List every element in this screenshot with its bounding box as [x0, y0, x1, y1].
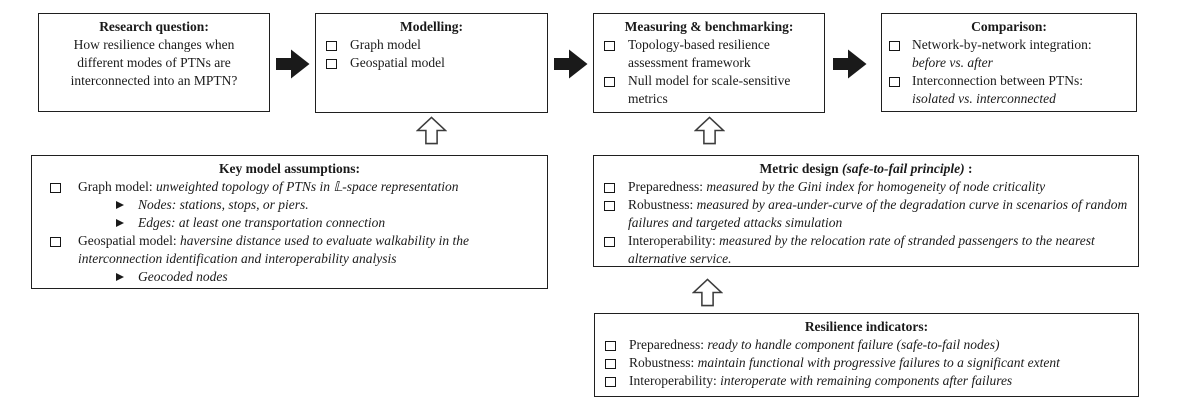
box-title: Comparison: — [971, 19, 1047, 34]
item-label: Interoperability: — [628, 233, 716, 248]
item-label: Robustness: — [629, 355, 695, 370]
research-question-line: How resilience changes when — [73, 37, 235, 52]
arrowhead-bullet-icon — [116, 273, 124, 281]
box-title: Metric design (safe-to-fail principle) : — [594, 156, 1138, 178]
sub-bullet-item: Nodes: stations, stops, or piers. — [32, 196, 547, 214]
box-measuring-benchmarking: Measuring & benchmarking: Topology-based… — [593, 13, 825, 113]
item-label: Interconnection between PTNs: — [912, 73, 1083, 88]
box-title: Key model assumptions: — [218, 161, 360, 176]
up-arrow-icon — [692, 278, 723, 307]
sub-item-text: Edges: at least one transportation conne… — [138, 215, 386, 230]
item-label: Graph model: — [78, 179, 153, 194]
item-label: Interoperability: — [629, 373, 717, 388]
checkbox-icon — [604, 236, 615, 247]
checklist-item: Graph model: unweighted topology of PTNs… — [32, 178, 547, 196]
item-detail: ready to handle component failure (safe-… — [707, 337, 1000, 352]
item-label: Topology-based resilience assessment fra… — [628, 37, 770, 70]
item-label: Robustness: — [628, 197, 694, 212]
right-arrow-icon — [554, 49, 588, 79]
checklist-item: Interconnection between PTNs: isolated v… — [882, 72, 1136, 108]
item-label: Graph model — [350, 37, 421, 52]
item-detail: interoperate with remaining components a… — [720, 373, 1013, 388]
box-title: Research question: — [99, 19, 209, 34]
item-label: Preparedness: — [628, 179, 703, 194]
item-detail: before vs. after — [912, 55, 993, 70]
research-question-line: different modes of PTNs are — [77, 55, 231, 70]
checklist-item: Geospatial model — [316, 54, 547, 72]
right-arrow-icon — [276, 49, 310, 79]
arrowhead-bullet-icon — [116, 201, 124, 209]
checkbox-icon — [50, 182, 61, 193]
item-label: Null model for scale-sensitive metrics — [628, 73, 791, 106]
item-label: Preparedness: — [629, 337, 704, 352]
box-title: Measuring & benchmarking: — [624, 19, 794, 34]
checkbox-icon — [889, 40, 900, 51]
box-comparison: Comparison: Network-by-network integrati… — [881, 13, 1137, 112]
item-detail: measured by the Gini index for homogenei… — [706, 179, 1046, 194]
item-detail: measured by the relocation rate of stran… — [628, 233, 1095, 266]
research-question-line: interconnected into an MPTN? — [70, 73, 238, 88]
checklist-item: Null model for scale-sensitive metrics — [594, 72, 824, 108]
checklist-item: Geospatial model: haversine distance use… — [32, 232, 547, 268]
up-arrow-icon — [416, 116, 447, 145]
box-title: Resilience indicators: — [804, 319, 929, 334]
item-detail: maintain functional with progressive fai… — [697, 355, 1060, 370]
item-detail: isolated vs. interconnected — [912, 91, 1056, 106]
checklist-item: Graph model — [316, 36, 547, 54]
box-metric-design: Metric design (safe-to-fail principle) :… — [593, 155, 1139, 267]
checklist-item: Preparedness: measured by the Gini index… — [594, 178, 1138, 196]
checkbox-icon — [605, 358, 616, 369]
checkbox-icon — [50, 236, 61, 247]
checkbox-icon — [604, 200, 615, 211]
checkbox-icon — [604, 40, 615, 51]
checklist-item: Robustness: maintain functional with pro… — [595, 354, 1138, 372]
box-title-text: Metric design — [759, 161, 839, 176]
box-resilience-indicators: Resilience indicators: Preparedness: rea… — [594, 313, 1139, 397]
up-arrow-icon — [694, 116, 725, 145]
item-detail: measured by area-under-curve of the degr… — [628, 197, 1128, 230]
sub-item-text: Nodes: stations, stops, or piers. — [138, 197, 309, 212]
box-title-colon: : — [967, 161, 973, 176]
checklist-item: Preparedness: ready to handle component … — [595, 336, 1138, 354]
checklist-item: Robustness: measured by area-under-curve… — [594, 196, 1138, 232]
checklist-item: Interoperability: interoperate with rema… — [595, 372, 1138, 390]
box-modelling: Modelling: Graph model Geospatial model — [315, 13, 548, 113]
checkbox-icon — [604, 76, 615, 87]
checkbox-icon — [889, 76, 900, 87]
checkbox-icon — [326, 40, 337, 51]
box-research-question: Research question: How resilience change… — [38, 13, 270, 112]
sub-bullet-item: Edges: at least one transportation conne… — [32, 214, 547, 232]
box-title: Modelling: — [400, 19, 463, 34]
item-detail: unweighted topology of PTNs in 𝕃-space r… — [155, 179, 459, 194]
checklist-item: Topology-based resilience assessment fra… — [594, 36, 824, 72]
checkbox-icon — [605, 340, 616, 351]
item-label: Network-by-network integration: — [912, 37, 1092, 52]
checkbox-icon — [605, 376, 616, 387]
right-arrow-icon — [833, 49, 867, 79]
sub-item-text: Geocoded nodes — [138, 269, 228, 284]
item-label: Geospatial model: — [78, 233, 177, 248]
arrowhead-bullet-icon — [116, 219, 124, 227]
item-detail: haversine distance used to evaluate walk… — [78, 233, 470, 266]
checklist-item: Interoperability: measured by the reloca… — [594, 232, 1138, 268]
box-title-principle: (safe-to-fail principle) — [842, 161, 965, 176]
item-label: Geospatial model — [350, 55, 445, 70]
checkbox-icon — [326, 58, 337, 69]
box-key-model-assumptions: Key model assumptions: Graph model: unwe… — [31, 155, 548, 289]
sub-bullet-item: Geocoded nodes — [32, 268, 547, 286]
checkbox-icon — [604, 182, 615, 193]
checklist-item: Network-by-network integration: before v… — [882, 36, 1136, 72]
